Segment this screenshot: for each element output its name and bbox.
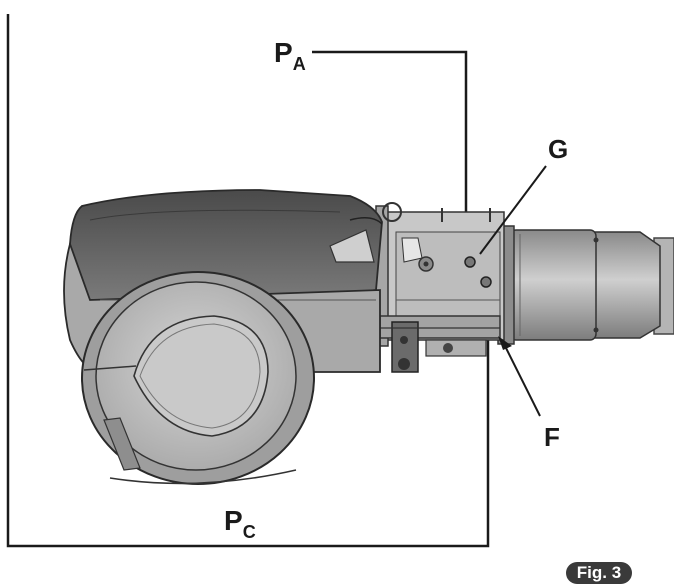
figure-tag: Fig. 3 <box>576 563 622 582</box>
g-label: G <box>548 134 568 164</box>
f-leader-line <box>503 343 541 417</box>
figure-badge: Fig. 3 <box>566 562 632 584</box>
g-leader-line <box>479 165 547 255</box>
pc-pressure-line <box>6 14 490 548</box>
burner-hood <box>69 189 383 301</box>
f-label: F <box>544 422 560 452</box>
blast-tube <box>497 225 674 345</box>
pa-pressure-line <box>312 50 468 258</box>
air-intake-cover <box>81 271 315 485</box>
pc-label: PC <box>224 505 256 542</box>
pa-label: PA <box>274 37 306 74</box>
burner-body <box>375 202 505 373</box>
f-arrow-icon <box>498 336 512 350</box>
